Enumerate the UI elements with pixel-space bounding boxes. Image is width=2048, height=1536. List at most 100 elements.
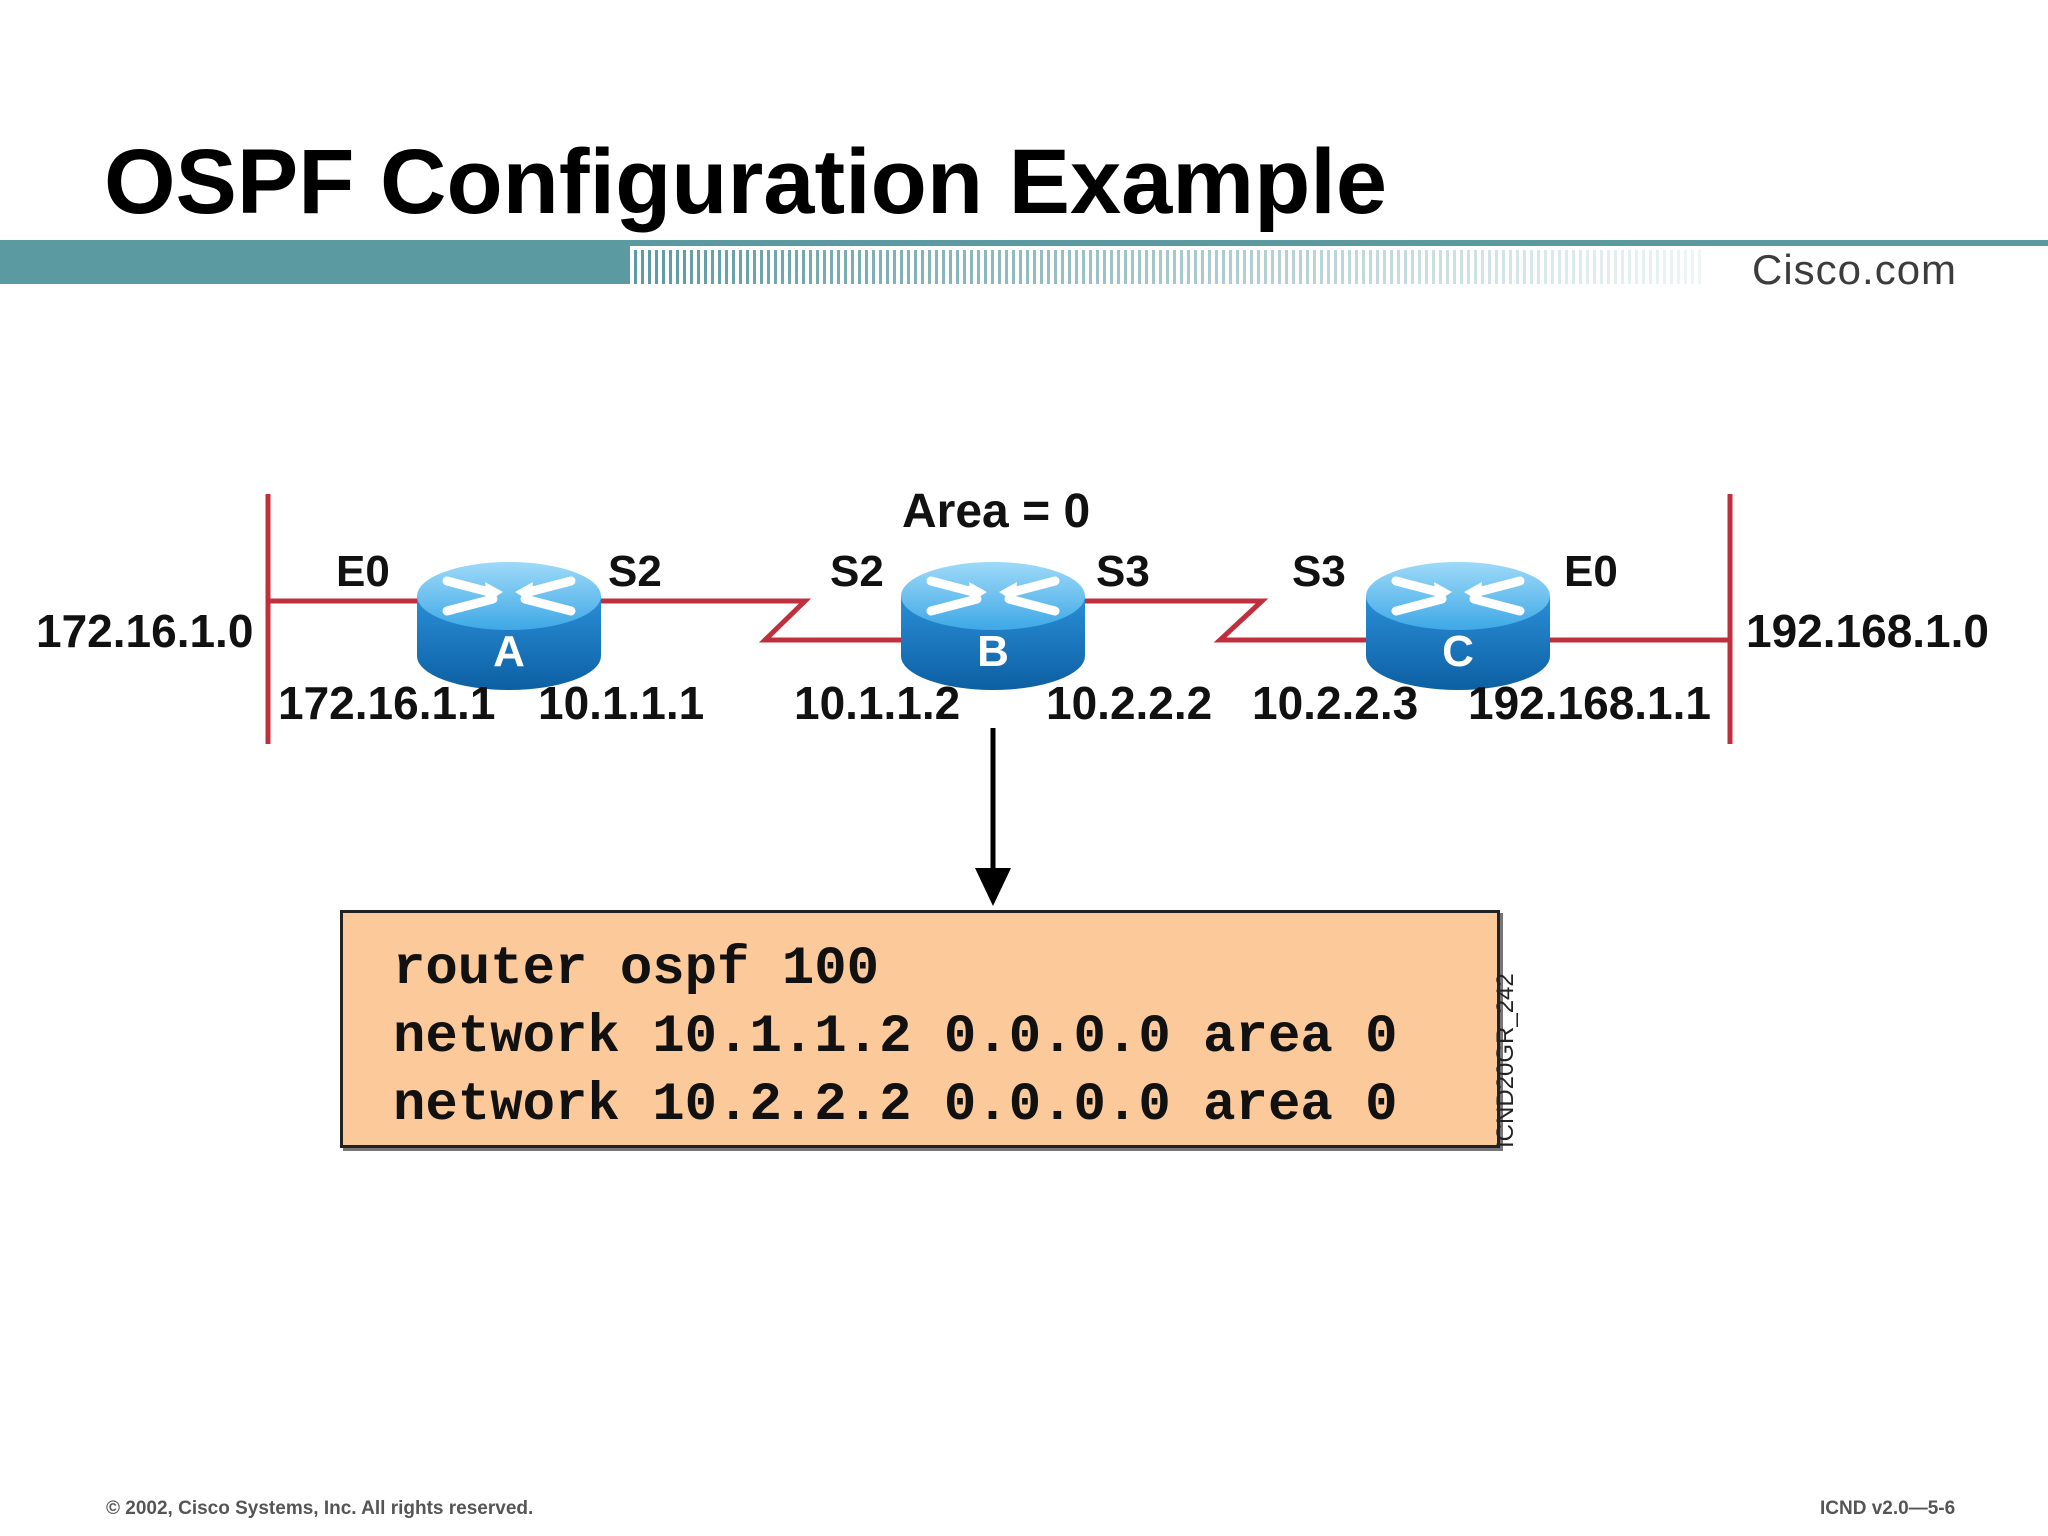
- header-stripe: [1026, 250, 1029, 284]
- header-stripe: [1397, 250, 1400, 284]
- header-stripe: [1663, 250, 1666, 284]
- header-stripe: [1096, 250, 1099, 284]
- header-stripe: [1621, 250, 1624, 284]
- header-stripe: [1334, 250, 1337, 284]
- header-stripe: [802, 250, 805, 284]
- header-stripe: [620, 250, 623, 284]
- header-stripe: [1348, 250, 1351, 284]
- header-stripe: [1649, 250, 1652, 284]
- header-stripe: [760, 250, 763, 284]
- header-stripe: [1558, 250, 1561, 284]
- header-stripe: [1166, 250, 1169, 284]
- header-stripe: [1642, 250, 1645, 284]
- header-stripe: [823, 250, 826, 284]
- header-stripe: [872, 250, 875, 284]
- header-stripe: [1537, 250, 1540, 284]
- header-stripe: [830, 250, 833, 284]
- router-b-right-iface: S3: [1096, 547, 1150, 596]
- header-stripe: [1250, 250, 1253, 284]
- left-network-label: 172.16.1.0: [36, 605, 254, 657]
- header-stripe: [1180, 250, 1183, 284]
- header-stripe: [844, 250, 847, 284]
- header-stripe: [1404, 250, 1407, 284]
- header-stripe: [1033, 250, 1036, 284]
- header-stripe: [1355, 250, 1358, 284]
- header-stripe: [1362, 250, 1365, 284]
- header-stripe: [1607, 250, 1610, 284]
- header-stripe: [1565, 250, 1568, 284]
- header-stripe: [998, 250, 1001, 284]
- header-stripe: [1551, 250, 1554, 284]
- figure-id: ICND20GR_242: [1492, 973, 1519, 1148]
- header-stripe: [1691, 250, 1694, 284]
- header-stripe: [739, 250, 742, 284]
- header-stripe: [1369, 250, 1372, 284]
- header-stripe: [1383, 250, 1386, 284]
- header-stripe: [1201, 250, 1204, 284]
- header-stripe: [1502, 250, 1505, 284]
- router-c-right-ip: 192.168.1.1: [1468, 677, 1712, 729]
- header-stripe: [683, 250, 686, 284]
- header-stripe: [900, 250, 903, 284]
- header-stripe: [1509, 250, 1512, 284]
- header-stripe: [1061, 250, 1064, 284]
- header-stripe: [879, 250, 882, 284]
- header-stripe: [711, 250, 714, 284]
- router-a-left-iface: E0: [336, 547, 390, 596]
- header-stripe: [732, 250, 735, 284]
- header-stripe: [816, 250, 819, 284]
- header-stripe: [1278, 250, 1281, 284]
- header-stripe: [1614, 250, 1617, 284]
- header-stripe: [725, 250, 728, 284]
- header-stripe: [1656, 250, 1659, 284]
- header-stripe: [1467, 250, 1470, 284]
- header-stripe: [662, 250, 665, 284]
- serial-link-b-c: [1080, 598, 1370, 643]
- header-stripe: [1425, 250, 1428, 284]
- header-stripe: [851, 250, 854, 284]
- router-b-icon: [901, 562, 1085, 690]
- header-stripe: [795, 250, 798, 284]
- right-network-label: 192.168.1.0: [1746, 605, 1990, 657]
- header-stripe: [1117, 250, 1120, 284]
- header-stripe: [774, 250, 777, 284]
- header-bar: [0, 240, 2048, 284]
- header-stripe: [1082, 250, 1085, 284]
- header-stripe: [1530, 250, 1533, 284]
- header-stripe: [1299, 250, 1302, 284]
- header-stripe: [753, 250, 756, 284]
- header-stripe: [1579, 250, 1582, 284]
- header-stripe: [1187, 250, 1190, 284]
- header-stripe: [676, 250, 679, 284]
- router-c-left-iface: S3: [1292, 547, 1346, 596]
- header-stripe: [1271, 250, 1274, 284]
- header-stripe: [1257, 250, 1260, 284]
- header-stripe: [1243, 250, 1246, 284]
- header-stripe: [1341, 250, 1344, 284]
- header-stripe: [1411, 250, 1414, 284]
- header-stripe: [1600, 250, 1603, 284]
- header-stripe: [788, 250, 791, 284]
- header-stripe: [655, 250, 658, 284]
- header-stripe: [1173, 250, 1176, 284]
- router-c-icon: [1366, 562, 1550, 690]
- header-stripe: [718, 250, 721, 284]
- router-c-name: C: [1442, 627, 1474, 676]
- header-stripe: [627, 250, 630, 284]
- header-stripe: [1698, 250, 1701, 284]
- router-a-left-ip: 172.16.1.1: [278, 677, 496, 729]
- header-stripe: [1054, 250, 1057, 284]
- header-stripe: [970, 250, 973, 284]
- config-box: router ospf 100 network 10.1.1.2 0.0.0.0…: [340, 910, 1500, 1148]
- header-stripe: [1670, 250, 1673, 284]
- header-stripe: [1313, 250, 1316, 284]
- header-stripe: [1327, 250, 1330, 284]
- header-stripe: [1215, 250, 1218, 284]
- header-stripe: [837, 250, 840, 284]
- slide-number-footer: ICND v2.0—5-6: [1820, 1498, 1956, 1519]
- header-stripe: [1208, 250, 1211, 284]
- header-stripe: [1446, 250, 1449, 284]
- header-stripe: [1418, 250, 1421, 284]
- header-stripe: [1439, 250, 1442, 284]
- slide-title: OSPF Configuration Example: [104, 131, 1388, 233]
